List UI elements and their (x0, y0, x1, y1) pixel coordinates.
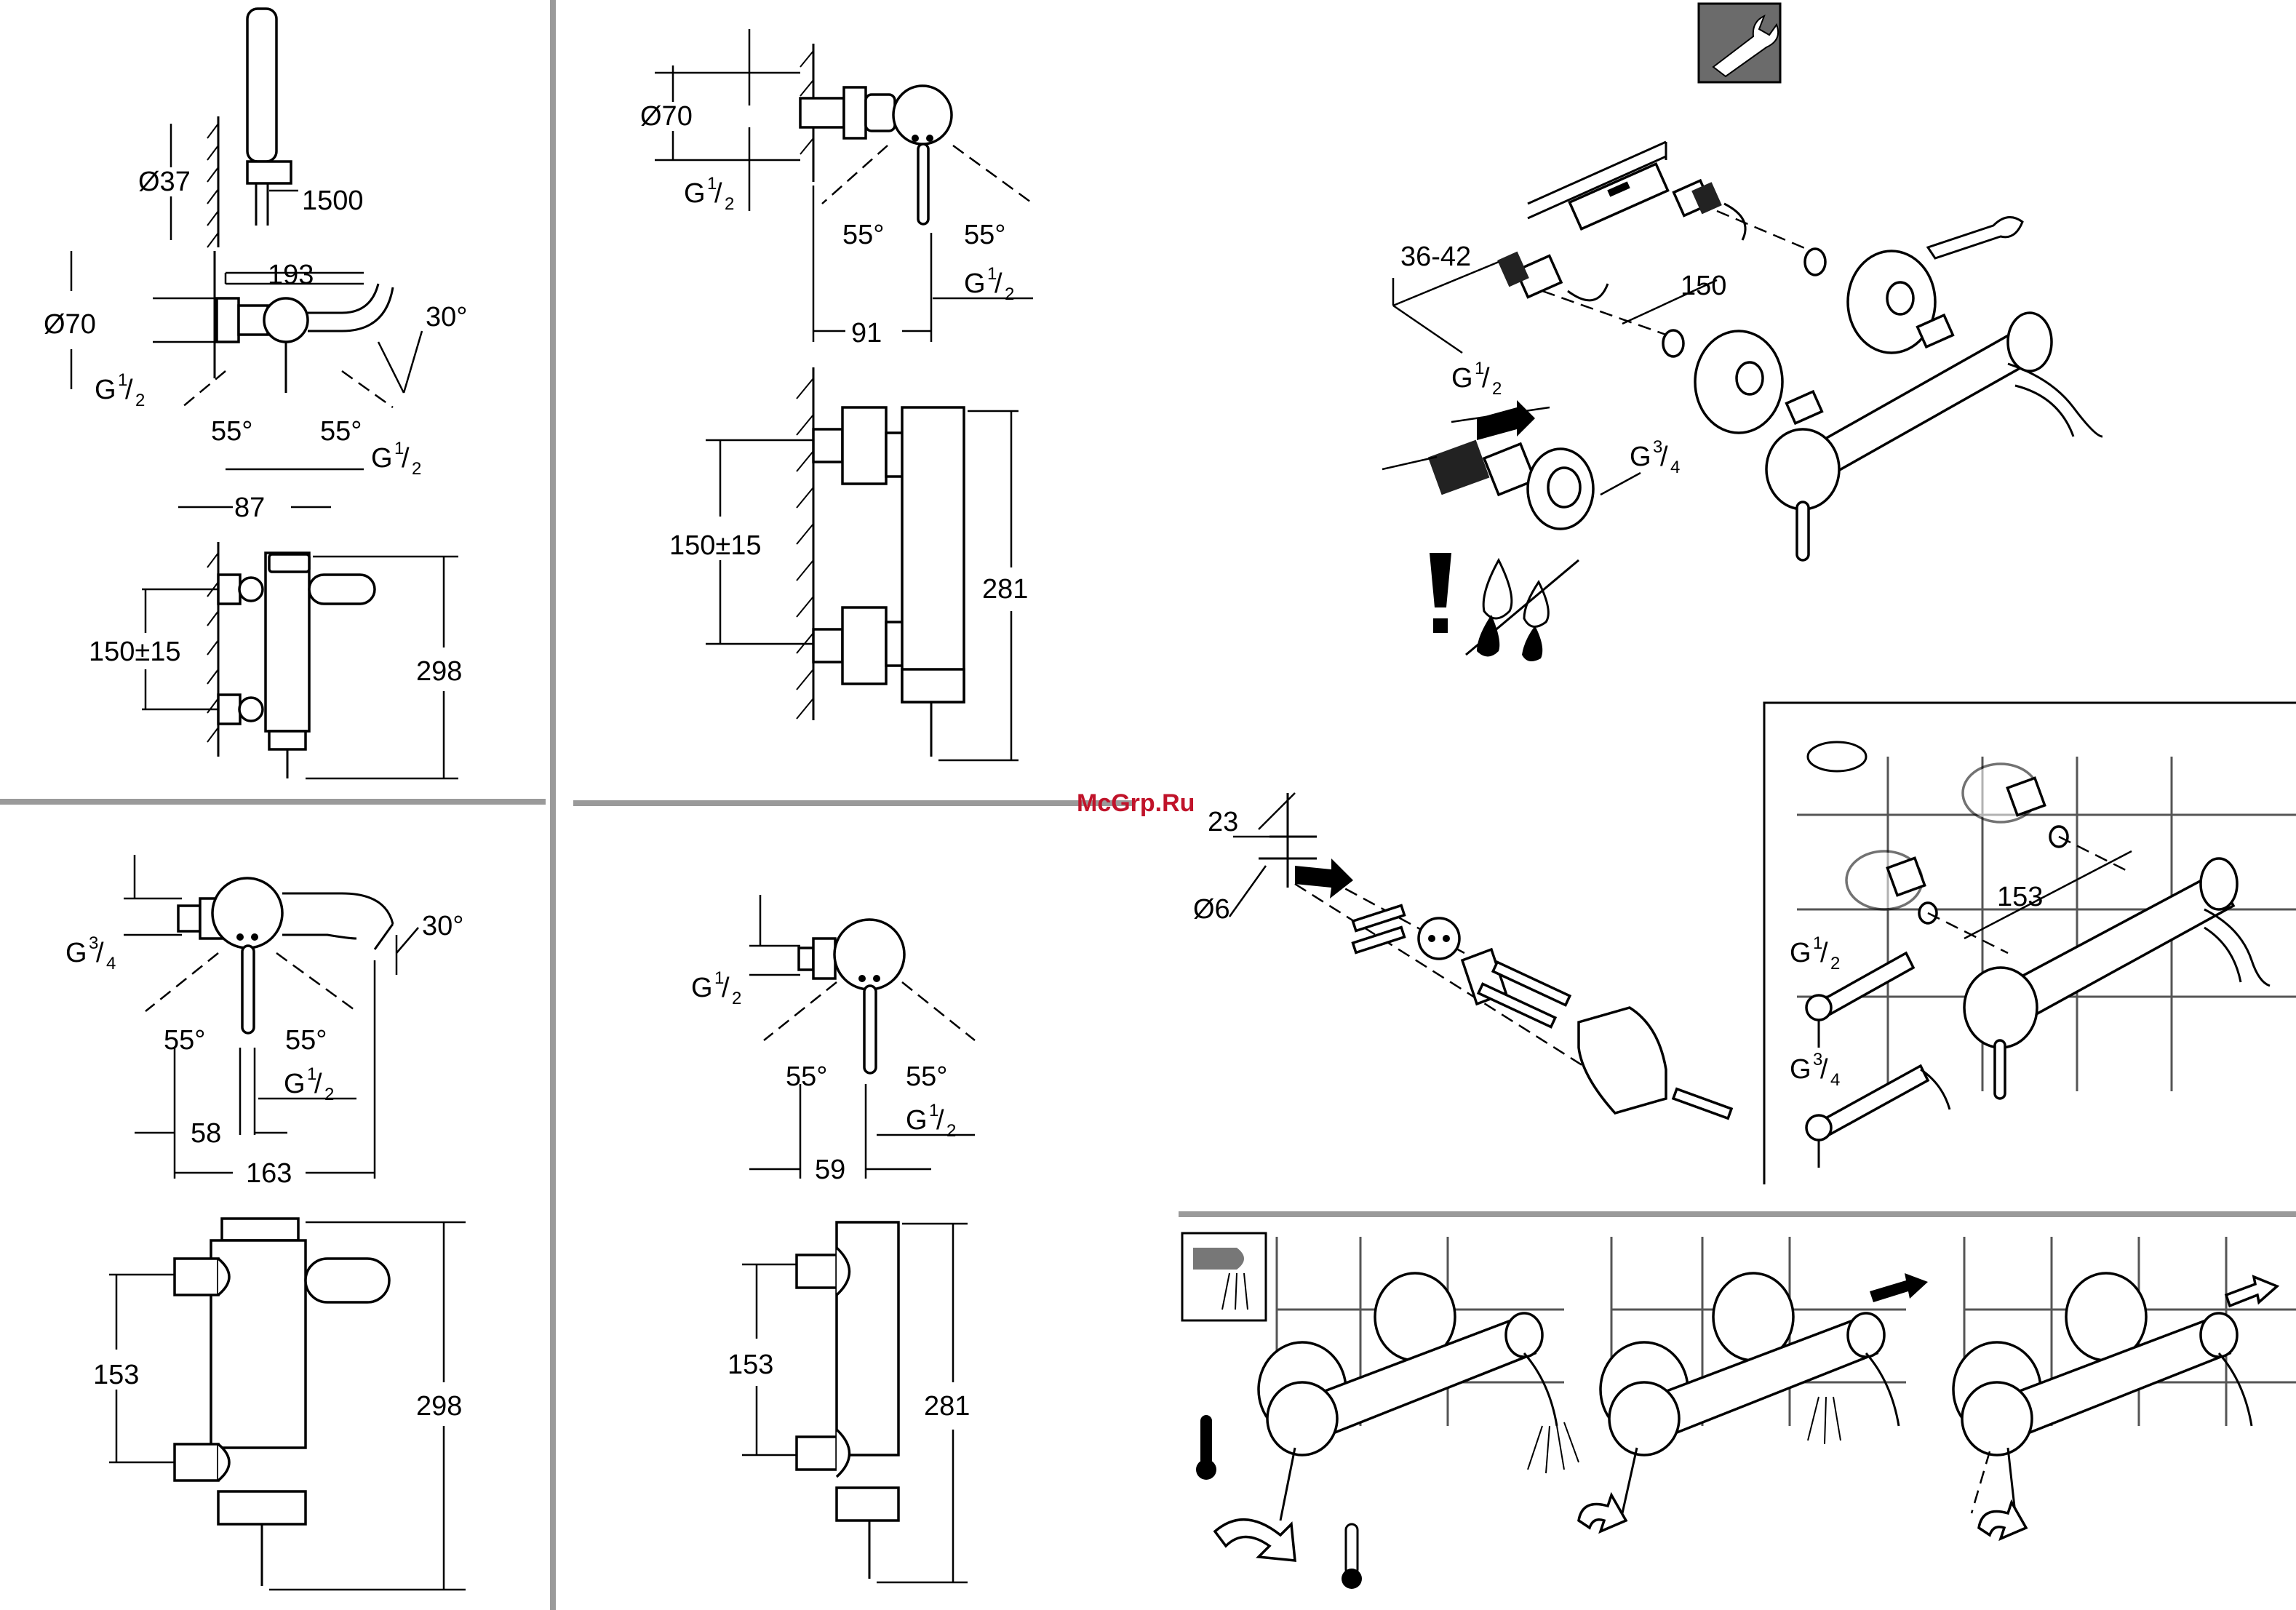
svg-text:G: G (1790, 1054, 1811, 1085)
rose-diameter-label: Ø70 (44, 309, 96, 340)
projection-label: 91 (851, 318, 882, 348)
angle-right-label: 55° (964, 220, 1005, 250)
svg-text:G: G (1790, 938, 1811, 968)
thread-label-a2: G 1 / 2 (371, 439, 421, 479)
svg-text:2: 2 (732, 989, 741, 1008)
svg-text:/: / (125, 375, 133, 405)
rose-diameter-label: Ø70 (640, 101, 693, 132)
svg-text:/: / (1660, 442, 1668, 472)
svg-text:/: / (714, 178, 722, 209)
svg-text:2: 2 (1830, 954, 1840, 973)
panel-b-shower-mixer: Ø70 G 1 / 2 55° 55° G 1 / 2 91 (640, 29, 1033, 760)
height-label: 298 (416, 656, 462, 687)
panel-a-shower-mixer: Ø37 1500 193 Ø70 30° G 1 / 2 55° 55° G (44, 9, 467, 778)
thread-label-b1: G 1 / 2 (684, 174, 734, 214)
thermometer-hot-icon (1196, 1415, 1216, 1480)
svg-text:2: 2 (324, 1085, 334, 1104)
thread-label-a1: G 1 / 2 (95, 370, 145, 410)
spout-angle-label: 30° (422, 911, 463, 941)
shower-holder-install: 23 Ø6 (1193, 793, 1731, 1118)
centres-label: 150±15 (89, 637, 181, 667)
angle-left-label: 55° (842, 220, 884, 250)
svg-text:/: / (1820, 938, 1828, 968)
hose-length-label: 1500 (302, 186, 364, 216)
angle-left-label: 55° (786, 1061, 827, 1092)
angle-left-label: 55° (164, 1025, 205, 1056)
thread-label-variant-a: G 1 / 2 (1790, 933, 1840, 973)
operation-panel (1182, 1233, 2296, 1589)
svg-text:G: G (964, 268, 986, 299)
thread-label-install-in: G 1 / 2 (1451, 359, 1502, 399)
svg-text:G: G (691, 973, 713, 1003)
projection-label: 58 (191, 1118, 221, 1149)
watermark: McGrp.Ru (1077, 789, 1195, 817)
shower-diameter-label: Ø37 (138, 167, 191, 197)
centres-label: 153 (728, 1350, 773, 1380)
wrench-icon (1699, 4, 1780, 82)
height-label: 281 (982, 574, 1028, 605)
svg-text:G: G (371, 443, 393, 474)
height-label: 298 (416, 1391, 462, 1422)
spout-angle-label: 30° (426, 302, 467, 332)
svg-text:/: / (402, 443, 410, 474)
svg-text:2: 2 (946, 1121, 956, 1141)
thread-label-c1: G 3 / 4 (65, 933, 116, 973)
svg-text:2: 2 (412, 459, 421, 479)
centres-label: 150 (1681, 271, 1726, 301)
svg-text:4: 4 (106, 954, 116, 973)
projection-label: 59 (815, 1155, 845, 1185)
variants-panel: 153 G 1 / 2 G 3 / 4 (1790, 742, 2296, 1168)
svg-text:G: G (1451, 363, 1473, 394)
installation-exploded-view: 36-42 150 G 1 / 2 (1382, 142, 2102, 661)
angle-right-label: 55° (906, 1061, 947, 1092)
svg-text:G: G (906, 1105, 928, 1136)
svg-text:G: G (65, 938, 87, 968)
shower-spray-icon (1182, 1233, 1266, 1320)
height-label: 281 (924, 1391, 970, 1422)
svg-text:/: / (994, 268, 1002, 299)
drill-diameter-label: Ø6 (1193, 894, 1230, 925)
svg-text:4: 4 (1670, 458, 1680, 477)
svg-text:2: 2 (1492, 379, 1502, 399)
exclamation-icon (1430, 553, 1451, 633)
svg-text:G: G (684, 178, 706, 209)
svg-text:4: 4 (1830, 1070, 1840, 1090)
centres-label: 150±15 (669, 530, 762, 561)
svg-text:/: / (96, 938, 104, 968)
svg-text:2: 2 (725, 194, 734, 214)
panel-d-shower-mixer: G 1 / 2 55° 55° G 1 / 2 59 (691, 895, 975, 1582)
thermometer-cold-icon (1342, 1524, 1362, 1589)
svg-text:/: / (1820, 1054, 1828, 1085)
svg-text:2: 2 (135, 391, 145, 410)
svg-text:/: / (314, 1069, 322, 1099)
thread-label-variant-b: G 3 / 4 (1790, 1050, 1840, 1090)
thread-label-d1: G 1 / 2 (691, 968, 741, 1008)
svg-text:G: G (284, 1069, 306, 1099)
svg-text:G: G (95, 375, 116, 405)
width-label: 163 (246, 1158, 292, 1189)
water-drops-icon (1466, 560, 1579, 661)
centres-label: 153 (1997, 882, 2043, 912)
depth-range-label: 36-42 (1400, 242, 1471, 272)
svg-text:/: / (722, 973, 730, 1003)
thread-label-install-out: G 3 / 4 (1630, 437, 1680, 477)
projection-label: 87 (234, 493, 265, 523)
angle-right-label: 55° (320, 416, 362, 447)
angle-left-label: 55° (211, 416, 252, 447)
panel-c-bath-mixer: G 3 / 4 30° 55° 55° G 1 / 2 58 (65, 855, 466, 1590)
svg-text:/: / (1482, 363, 1490, 394)
depth-label: 23 (1208, 807, 1238, 837)
svg-text:G: G (1630, 442, 1651, 472)
centres-label: 153 (93, 1360, 139, 1390)
svg-text:/: / (936, 1105, 944, 1136)
top-width-label: 193 (268, 260, 314, 290)
angle-right-label: 55° (285, 1025, 327, 1056)
svg-text:2: 2 (1005, 284, 1014, 304)
